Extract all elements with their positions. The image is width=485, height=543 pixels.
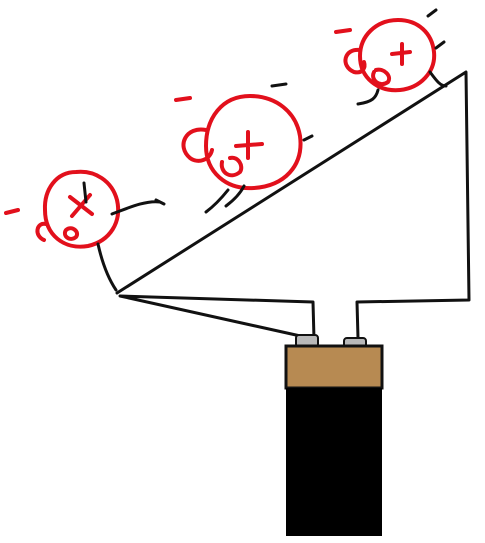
electron-3 — [334, 8, 448, 106]
electron-3-motion-dash — [334, 28, 352, 34]
ramp-outline — [115, 70, 471, 341]
electron-1-eye — [82, 181, 88, 204]
electron-1-arm — [110, 198, 166, 216]
electron-2 — [174, 82, 314, 214]
electron-3-nose — [343, 47, 367, 75]
electron-3-leg — [356, 88, 380, 106]
electron-3-plus-mark — [390, 42, 412, 66]
electron-1-mouth — [63, 226, 79, 241]
electron-2-body — [204, 94, 303, 191]
electron-2-plus-mark — [234, 130, 264, 160]
electron-3-leg-2 — [428, 70, 448, 88]
ramp — [115, 70, 471, 341]
electron-2-motion-dash-3 — [302, 134, 314, 142]
electron-1-body — [42, 169, 121, 249]
electron-3-body — [358, 18, 437, 93]
electron-1-motion-dash — [4, 208, 20, 215]
electron-2-motion-dash-2 — [270, 82, 288, 88]
electron-2-legs — [204, 184, 246, 214]
battery-body — [286, 388, 382, 536]
electron-1-nose — [35, 221, 48, 242]
electron-2-nose — [181, 127, 214, 163]
electron-2-motion-dash-1 — [174, 96, 192, 102]
battery-band — [284, 344, 384, 390]
electron-3-motion-dash-1 — [426, 8, 438, 18]
electron-1-leg — [96, 242, 118, 292]
electron-2-mouth — [219, 155, 244, 178]
electron-1 — [4, 169, 166, 292]
electron-3-mouth — [371, 67, 391, 87]
electron-1-x-mark — [68, 193, 94, 218]
battery — [284, 334, 384, 536]
electron-3-motion-dash-2 — [434, 40, 446, 50]
